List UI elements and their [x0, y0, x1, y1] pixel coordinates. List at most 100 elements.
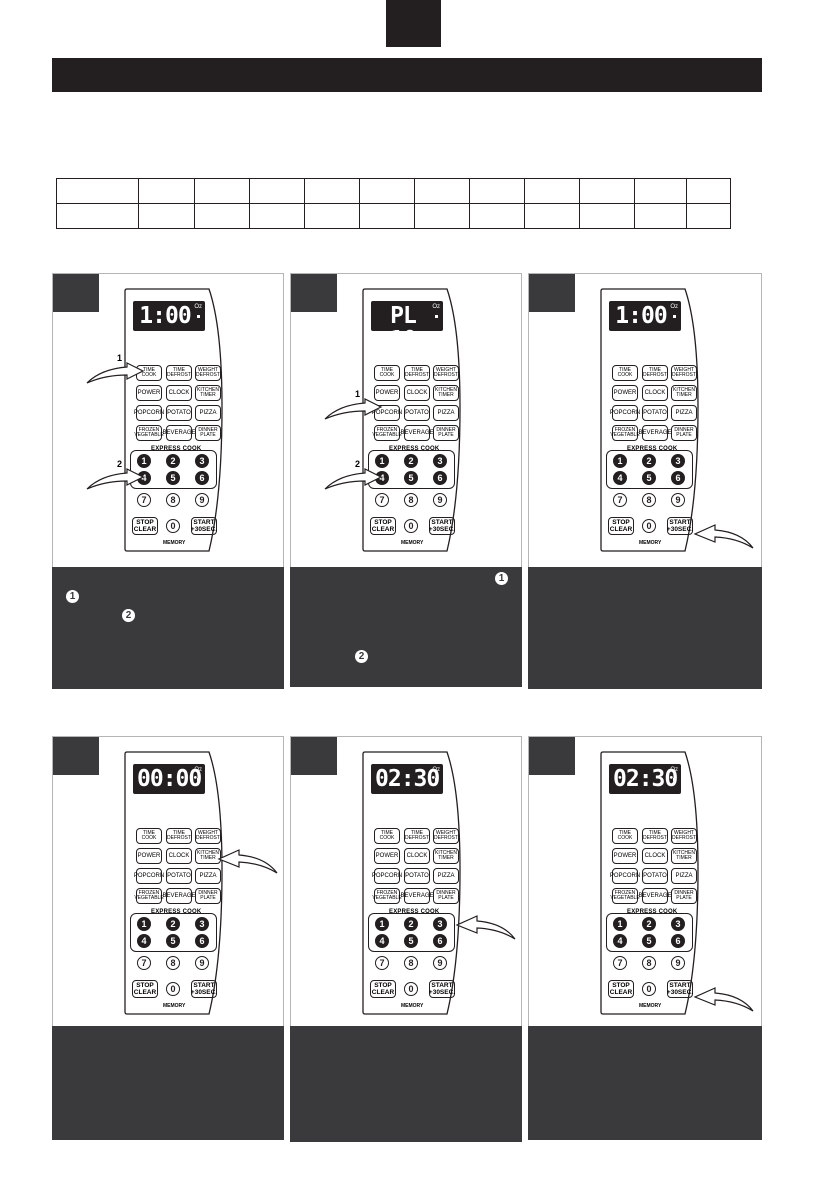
number-key[interactable]: 4 [137, 471, 151, 485]
number-key[interactable]: 1 [613, 454, 627, 468]
function-key[interactable]: FROZEN VEGETABLE [610, 425, 640, 441]
number-key[interactable]: 9 [671, 493, 685, 507]
function-key[interactable]: FROZEN VEGETABLE [372, 425, 402, 441]
number-key[interactable]: 7 [613, 493, 627, 507]
function-key[interactable]: TIME COOK [374, 365, 400, 381]
function-key[interactable]: POWER [612, 848, 638, 864]
number-key[interactable]: 8 [642, 493, 656, 507]
function-key[interactable]: TIME COOK [612, 828, 638, 844]
function-key[interactable]: CLOCK [166, 385, 192, 401]
start-button[interactable]: START +30SEC. [666, 980, 694, 998]
zero-key[interactable]: 0 [404, 982, 418, 996]
start-button[interactable]: START +30SEC. [428, 517, 456, 535]
function-key[interactable]: KITCHEN TIMER [195, 848, 221, 864]
function-key[interactable]: BEVERAGE [639, 888, 672, 904]
function-key[interactable]: POWER [374, 848, 400, 864]
function-key[interactable]: BEVERAGE [401, 425, 434, 441]
function-key[interactable]: TIME COOK [136, 365, 162, 381]
function-key[interactable]: TIME DEFROST [642, 365, 668, 381]
stop-clear-button[interactable]: STOP CLEAR [132, 980, 158, 998]
function-key[interactable]: CLOCK [404, 848, 430, 864]
number-key[interactable]: 3 [195, 917, 209, 931]
function-key[interactable]: DINNER PLATE [433, 888, 459, 904]
stop-clear-button[interactable]: STOP CLEAR [608, 517, 634, 535]
function-key[interactable]: KITCHEN TIMER [433, 848, 459, 864]
function-key[interactable]: DINNER PLATE [433, 425, 459, 441]
zero-key[interactable]: 0 [642, 519, 656, 533]
number-key[interactable]: 7 [375, 493, 389, 507]
function-key[interactable]: POTATO [642, 405, 668, 421]
function-key[interactable]: KITCHEN TIMER [433, 385, 459, 401]
number-key[interactable]: 1 [375, 454, 389, 468]
number-key[interactable]: 6 [195, 934, 209, 948]
function-key[interactable]: POWER [374, 385, 400, 401]
function-key[interactable]: WEIGHT DEFROST [195, 828, 221, 844]
function-key[interactable]: KITCHEN TIMER [195, 385, 221, 401]
function-key[interactable]: POTATO [642, 868, 668, 884]
function-key[interactable]: DINNER PLATE [195, 888, 221, 904]
number-key[interactable]: 2 [166, 917, 180, 931]
function-key[interactable]: BEVERAGE [639, 425, 672, 441]
function-key[interactable]: WEIGHT DEFROST [195, 365, 221, 381]
number-key[interactable]: 2 [642, 917, 656, 931]
function-key[interactable]: POTATO [404, 405, 430, 421]
function-key[interactable]: POPCORN [372, 868, 402, 884]
number-key[interactable]: 1 [375, 917, 389, 931]
number-key[interactable]: 4 [613, 471, 627, 485]
function-key[interactable]: WEIGHT DEFROST [671, 365, 697, 381]
number-key[interactable]: 2 [166, 454, 180, 468]
function-key[interactable]: PIZZA [433, 868, 459, 884]
function-key[interactable]: POPCORN [134, 405, 164, 421]
number-key[interactable]: 7 [137, 956, 151, 970]
number-key[interactable]: 5 [166, 934, 180, 948]
number-key[interactable]: 3 [433, 454, 447, 468]
number-key[interactable]: 9 [195, 493, 209, 507]
function-key[interactable]: FROZEN VEGETABLE [134, 425, 164, 441]
number-key[interactable]: 6 [671, 471, 685, 485]
start-button[interactable]: START +30SEC. [428, 980, 456, 998]
number-key[interactable]: 9 [433, 956, 447, 970]
zero-key[interactable]: 0 [166, 519, 180, 533]
zero-key[interactable]: 0 [642, 982, 656, 996]
function-key[interactable]: POTATO [404, 868, 430, 884]
number-key[interactable]: 4 [375, 934, 389, 948]
function-key[interactable]: KITCHEN TIMER [671, 385, 697, 401]
number-key[interactable]: 8 [166, 493, 180, 507]
function-key[interactable]: PIZZA [671, 405, 697, 421]
stop-clear-button[interactable]: STOP CLEAR [370, 980, 396, 998]
function-key[interactable]: PIZZA [195, 405, 221, 421]
function-key[interactable]: TIME COOK [374, 828, 400, 844]
number-key[interactable]: 9 [195, 956, 209, 970]
function-key[interactable]: WEIGHT DEFROST [433, 828, 459, 844]
number-key[interactable]: 7 [375, 956, 389, 970]
stop-clear-button[interactable]: STOP CLEAR [132, 517, 158, 535]
number-key[interactable]: 2 [404, 454, 418, 468]
number-key[interactable]: 7 [137, 493, 151, 507]
stop-clear-button[interactable]: STOP CLEAR [608, 980, 634, 998]
number-key[interactable]: 8 [404, 956, 418, 970]
function-key[interactable]: POPCORN [372, 405, 402, 421]
function-key[interactable]: POPCORN [610, 405, 640, 421]
function-key[interactable]: TIME DEFROST [166, 365, 192, 381]
number-key[interactable]: 1 [137, 454, 151, 468]
function-key[interactable]: PIZZA [433, 405, 459, 421]
function-key[interactable]: DINNER PLATE [671, 425, 697, 441]
number-key[interactable]: 4 [137, 934, 151, 948]
number-key[interactable]: 1 [137, 917, 151, 931]
number-key[interactable]: 4 [375, 471, 389, 485]
function-key[interactable]: TIME DEFROST [166, 828, 192, 844]
start-button[interactable]: START +30SEC. [190, 980, 218, 998]
number-key[interactable]: 5 [404, 934, 418, 948]
function-key[interactable]: CLOCK [166, 848, 192, 864]
function-key[interactable]: POTATO [166, 868, 192, 884]
number-key[interactable]: 2 [404, 917, 418, 931]
number-key[interactable]: 3 [671, 454, 685, 468]
number-key[interactable]: 1 [613, 917, 627, 931]
number-key[interactable]: 8 [642, 956, 656, 970]
number-key[interactable]: 6 [433, 934, 447, 948]
function-key[interactable]: POPCORN [610, 868, 640, 884]
function-key[interactable]: DINNER PLATE [195, 425, 221, 441]
function-key[interactable]: POWER [612, 385, 638, 401]
zero-key[interactable]: 0 [166, 982, 180, 996]
number-key[interactable]: 8 [166, 956, 180, 970]
